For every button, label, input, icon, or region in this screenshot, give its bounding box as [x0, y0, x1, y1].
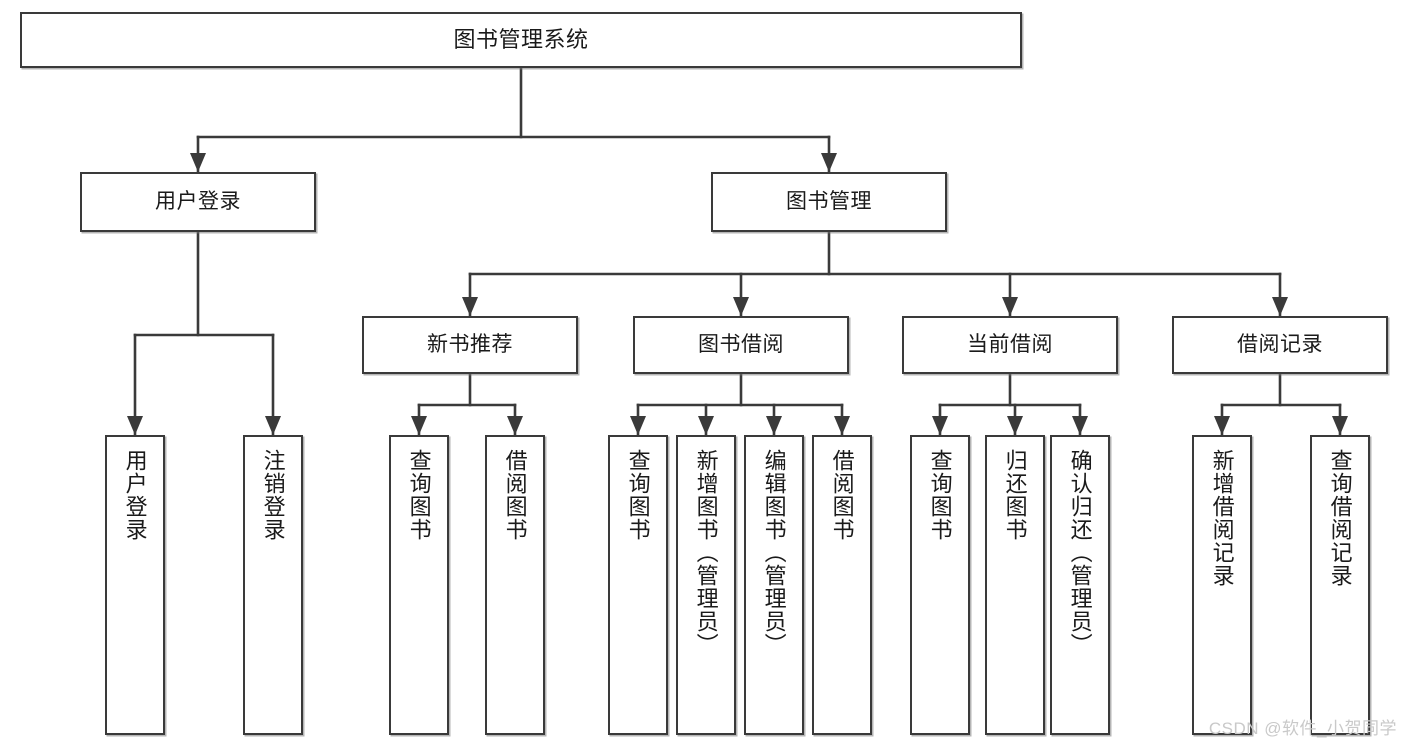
- node-label-leaf-nb-borrow: 借阅图书: [502, 449, 528, 541]
- node-label-leaf-b-borrow: 借阅图书: [829, 449, 855, 541]
- node-records[interactable]: 借阅记录: [1172, 316, 1388, 374]
- arrow-head-icon: [1332, 416, 1348, 435]
- node-leaf-c-confirm[interactable]: 确认归还（管理员）: [1050, 435, 1110, 735]
- arrow-head-icon: [698, 416, 714, 435]
- node-leaf-nb-query[interactable]: 查询图书: [389, 435, 449, 735]
- node-leaf-r-add[interactable]: 新增借阅记录: [1192, 435, 1252, 735]
- node-label-borrow: 图书借阅: [698, 332, 784, 356]
- node-leaf-user-login[interactable]: 用户登录: [105, 435, 165, 735]
- node-label-leaf-user-logout: 注销登录: [260, 449, 286, 541]
- node-login[interactable]: 用户登录: [80, 172, 316, 232]
- node-label-leaf-r-query: 查询借阅记录: [1327, 449, 1353, 587]
- arrow-head-icon: [507, 416, 523, 435]
- node-label-leaf-user-login: 用户登录: [122, 449, 148, 541]
- node-leaf-b-borrow[interactable]: 借阅图书: [812, 435, 872, 735]
- node-label-records: 借阅记录: [1237, 332, 1323, 356]
- arrow-head-icon: [1272, 297, 1288, 316]
- node-root[interactable]: 图书管理系统: [20, 12, 1022, 68]
- node-label-bookmgmt: 图书管理: [786, 189, 872, 213]
- node-label-leaf-c-confirm: 确认归还（管理员）: [1067, 449, 1093, 656]
- node-label-login: 用户登录: [155, 189, 241, 213]
- node-leaf-user-logout[interactable]: 注销登录: [243, 435, 303, 735]
- arrow-head-icon: [834, 416, 850, 435]
- arrow-head-icon: [462, 297, 478, 316]
- node-leaf-r-query[interactable]: 查询借阅记录: [1310, 435, 1370, 735]
- node-leaf-c-return[interactable]: 归还图书: [985, 435, 1045, 735]
- arrow-head-icon: [411, 416, 427, 435]
- node-label-leaf-nb-query: 查询图书: [406, 449, 432, 541]
- node-label-leaf-r-add: 新增借阅记录: [1209, 449, 1235, 587]
- node-borrow[interactable]: 图书借阅: [633, 316, 849, 374]
- node-bookmgmt[interactable]: 图书管理: [711, 172, 947, 232]
- node-label-current: 当前借阅: [967, 332, 1053, 356]
- arrow-head-icon: [1002, 297, 1018, 316]
- arrow-head-icon: [127, 416, 143, 435]
- node-current[interactable]: 当前借阅: [902, 316, 1118, 374]
- arrow-head-icon: [766, 416, 782, 435]
- arrow-head-icon: [932, 416, 948, 435]
- node-newbook[interactable]: 新书推荐: [362, 316, 578, 374]
- arrow-head-icon: [265, 416, 281, 435]
- node-leaf-b-query[interactable]: 查询图书: [608, 435, 668, 735]
- node-label-leaf-b-add: 新增图书（管理员）: [693, 449, 719, 656]
- arrow-head-icon: [1214, 416, 1230, 435]
- arrow-head-icon: [733, 297, 749, 316]
- node-label-leaf-b-edit: 编辑图书（管理员）: [761, 449, 787, 656]
- node-label-leaf-c-return: 归还图书: [1002, 449, 1028, 541]
- node-leaf-b-add[interactable]: 新增图书（管理员）: [676, 435, 736, 735]
- watermark-label: CSDN @软件_小贺同学: [1208, 719, 1397, 738]
- node-label-newbook: 新书推荐: [427, 332, 513, 356]
- node-leaf-c-query[interactable]: 查询图书: [910, 435, 970, 735]
- node-label-leaf-c-query: 查询图书: [927, 449, 953, 541]
- arrow-head-icon: [821, 153, 837, 172]
- arrow-head-icon: [1007, 416, 1023, 435]
- arrow-head-icon: [630, 416, 646, 435]
- arrow-head-icon: [190, 153, 206, 172]
- node-leaf-nb-borrow[interactable]: 借阅图书: [485, 435, 545, 735]
- node-label-leaf-b-query: 查询图书: [625, 449, 651, 541]
- node-leaf-b-edit[interactable]: 编辑图书（管理员）: [744, 435, 804, 735]
- arrow-head-icon: [1072, 416, 1088, 435]
- node-label-root: 图书管理系统: [453, 27, 589, 53]
